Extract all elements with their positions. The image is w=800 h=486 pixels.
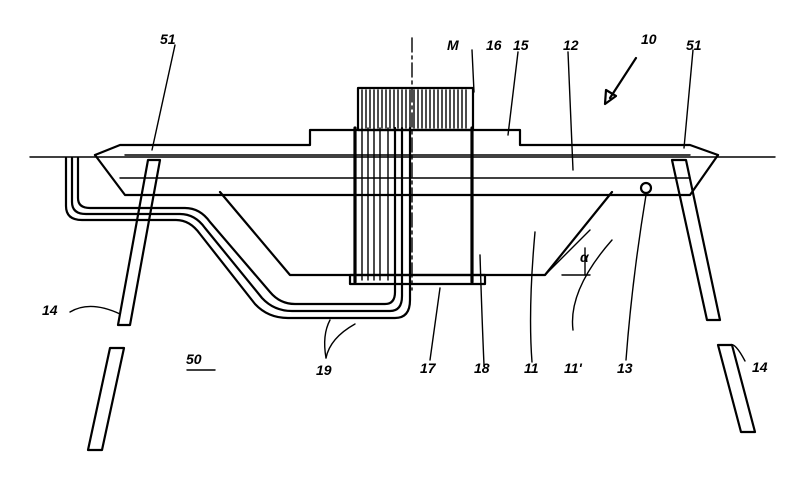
label-axis-m: M <box>447 37 459 53</box>
label-51-right: 51 <box>686 37 702 53</box>
label-16: 16 <box>486 37 502 53</box>
label-19: 19 <box>316 362 332 378</box>
label-18: 18 <box>474 360 490 376</box>
platform-12 <box>93 128 720 197</box>
label-17: 17 <box>420 360 437 376</box>
fitting-13 <box>639 181 653 195</box>
pipes-19 <box>64 126 412 320</box>
label-11-prime: 11' <box>564 360 583 376</box>
label-alpha: α <box>580 249 590 265</box>
label-10: 10 <box>641 31 657 47</box>
label-12: 12 <box>563 37 579 53</box>
leader-lines <box>69 44 746 371</box>
label-13: 13 <box>617 360 633 376</box>
label-14-left: 14 <box>42 302 58 318</box>
label-11: 11 <box>524 360 539 376</box>
basin-11 <box>218 190 614 277</box>
arrow-10 <box>603 56 638 106</box>
label-15: 15 <box>513 37 529 53</box>
label-51-left: 51 <box>160 31 176 47</box>
legs-14 <box>86 158 757 452</box>
label-14-right: 14 <box>752 359 768 375</box>
label-50: 50 <box>186 351 202 367</box>
central-tower <box>348 86 487 286</box>
